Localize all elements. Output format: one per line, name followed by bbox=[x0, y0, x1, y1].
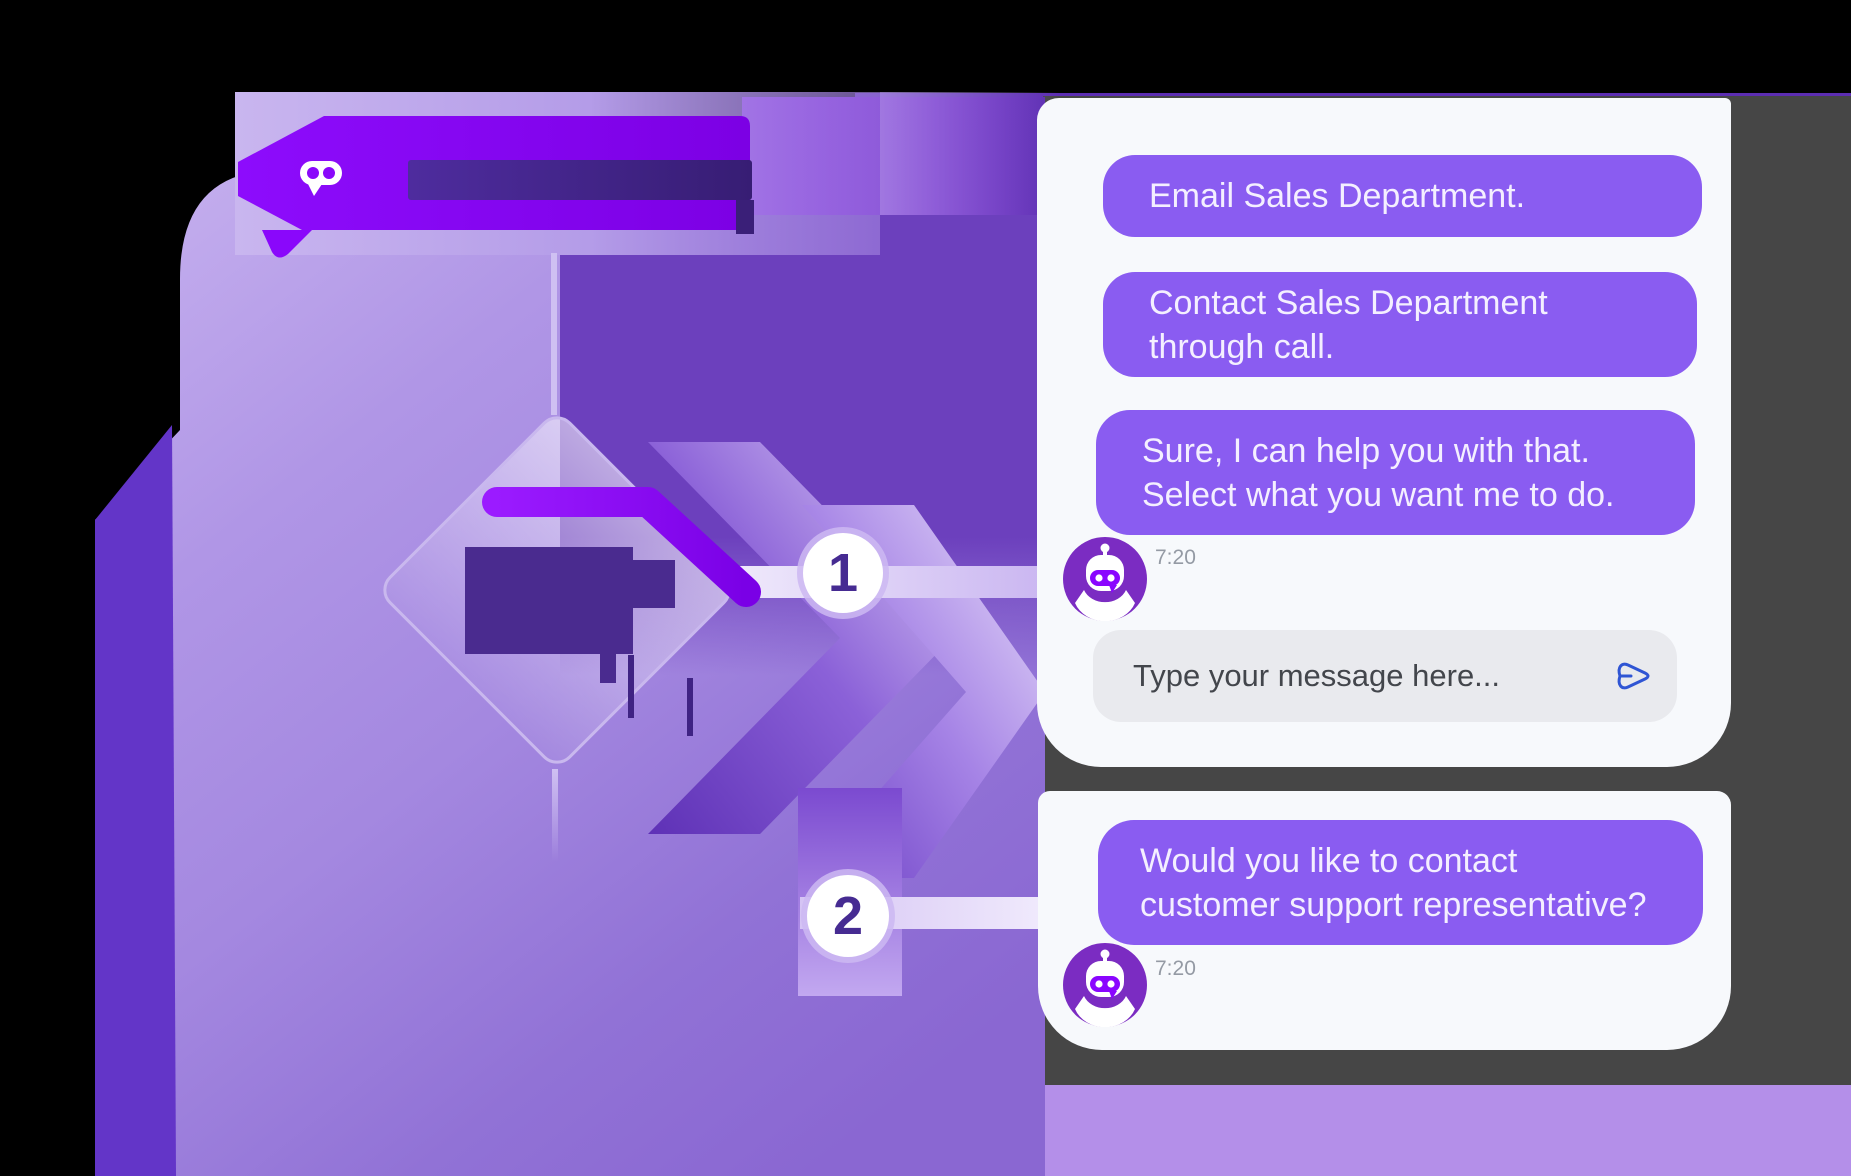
connector-line-top bbox=[551, 253, 557, 415]
message-bubble-bot: Sure, I can help you with that. Select w… bbox=[1096, 410, 1695, 535]
chevron-arrow-1 bbox=[648, 442, 952, 834]
robot-avatar-icon bbox=[1063, 537, 1147, 621]
message-timestamp: 7:20 bbox=[1155, 957, 1196, 980]
backdrop-top-line bbox=[855, 93, 1851, 97]
banner-text-bar bbox=[408, 160, 752, 200]
message-timestamp: 7:20 bbox=[1155, 546, 1196, 569]
robot-avatar-icon bbox=[1063, 943, 1147, 1027]
message-bubble-user: Email Sales Department. bbox=[1103, 155, 1702, 237]
step-badge-1: 1 bbox=[803, 533, 883, 613]
branch-band-1 bbox=[736, 566, 1045, 598]
abstract-text-block bbox=[465, 547, 693, 736]
banner-card-echo bbox=[880, 92, 1060, 215]
connector-line-bottom bbox=[552, 769, 558, 861]
step-number: 1 bbox=[827, 543, 859, 603]
chat-banner bbox=[238, 116, 754, 258]
message-input-row bbox=[1093, 630, 1677, 722]
flow-arrow bbox=[482, 487, 761, 607]
decor-left-stripe bbox=[95, 425, 176, 1176]
step-number: 2 bbox=[832, 886, 864, 946]
bottom-band bbox=[1040, 1085, 1851, 1176]
message-bubble-user: Contact Sales Department through call. bbox=[1103, 272, 1697, 377]
step-badge-2: 2 bbox=[807, 875, 889, 957]
chat-panel-bottom: Would you like to contact customer suppo… bbox=[1038, 791, 1731, 1050]
message-bubble-bot: Would you like to contact customer suppo… bbox=[1098, 820, 1703, 945]
send-icon bbox=[1617, 662, 1650, 690]
send-button[interactable] bbox=[1603, 646, 1663, 706]
message-input[interactable] bbox=[1093, 658, 1603, 694]
chat-panel-top: Email Sales Department. Contact Sales De… bbox=[1037, 98, 1731, 767]
chatbot-icon bbox=[300, 161, 342, 196]
